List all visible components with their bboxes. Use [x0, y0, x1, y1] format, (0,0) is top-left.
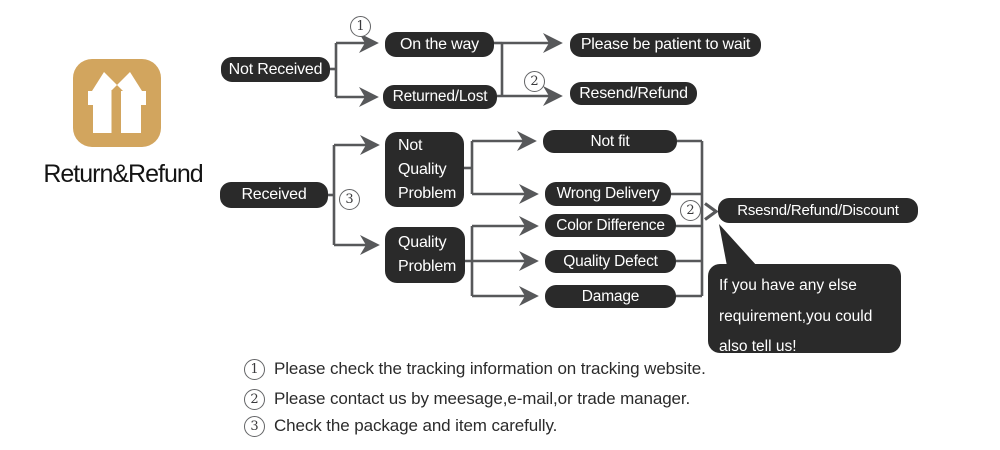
node-quality-defect: Quality Defect: [545, 250, 676, 273]
node-returned-lost: Returned/Lost: [383, 85, 497, 109]
node-not-quality-problem: Not Quality Problem: [385, 132, 464, 207]
node-line: Quality: [398, 160, 447, 178]
footnote-1: 1 Please check the tracking information …: [244, 358, 706, 380]
note-2-text: Please contact us by meesage,e-mail,or t…: [274, 389, 691, 408]
node-line: Quality: [398, 234, 447, 251]
callout-line: requirement,you could: [719, 307, 873, 325]
node-not-fit: Not fit: [543, 130, 677, 153]
gift-icon: [73, 59, 161, 147]
note-3-text: Check the package and item carefully.: [274, 416, 558, 435]
callout-line: also tell us!: [719, 338, 797, 355]
note-1-text: Please check the tracking information on…: [274, 359, 706, 378]
note-2-badge: 2: [244, 388, 265, 410]
node-quality-problem: Quality Problem: [385, 227, 465, 283]
node-line: Not: [398, 136, 423, 154]
callout-tail: [719, 224, 757, 266]
node-line: Problem: [398, 258, 457, 275]
step-2-badge: 2: [680, 200, 701, 221]
callout-bubble: If you have any else requirement,you cou…: [708, 264, 901, 355]
note-1-badge: 1: [244, 358, 265, 380]
callout-line: If you have any else: [719, 277, 857, 294]
node-resend-refund-discount: Rsesnd/Refund/Discount: [718, 198, 918, 223]
note-3-badge: 3: [244, 415, 265, 437]
node-line: Problem: [398, 184, 457, 202]
footnote-3: 3 Check the package and item carefully.: [244, 415, 557, 437]
node-on-the-way: On the way: [385, 32, 494, 57]
brand-title: Return&Refund: [43, 160, 203, 188]
node-damage: Damage: [545, 285, 676, 308]
step-3-badge: 3: [339, 189, 360, 210]
footnote-2: 2 Please contact us by meesage,e-mail,or…: [244, 388, 690, 410]
node-resend-refund: Resend/Refund: [570, 82, 697, 105]
step-2-badge: 2: [524, 71, 545, 92]
node-please-be-patient: Please be patient to wait: [570, 33, 761, 57]
node-not-received: Not Received: [221, 57, 330, 82]
node-received: Received: [220, 182, 328, 208]
node-color-difference: Color Difference: [545, 214, 676, 237]
node-wrong-delivery: Wrong Delivery: [545, 182, 671, 206]
step-1-badge: 1: [350, 16, 371, 37]
